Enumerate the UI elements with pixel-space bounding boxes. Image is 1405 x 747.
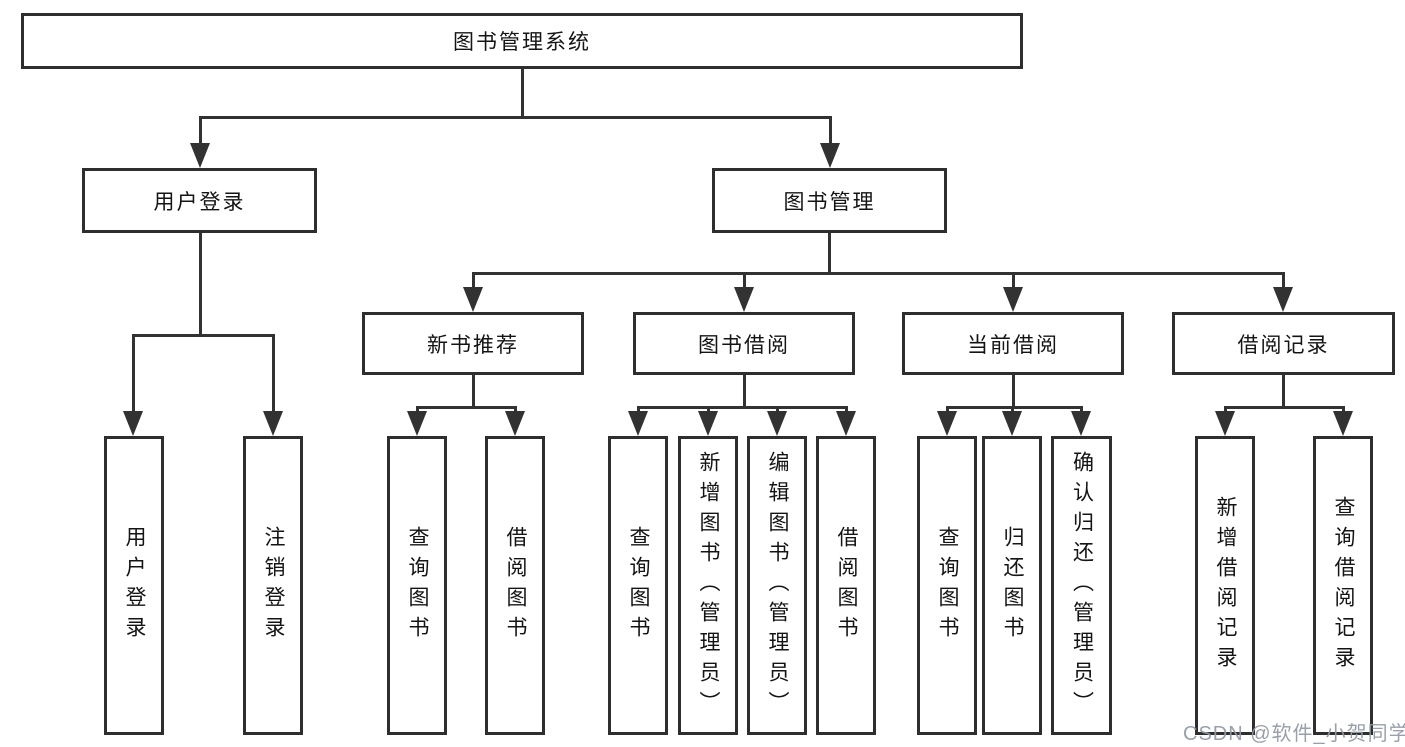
edge-to-leaf-user-login-line [132, 334, 135, 416]
arrow-down-icon [123, 411, 143, 436]
node-user-login: 用户登录 [82, 168, 317, 233]
edge-new-book-stem-line [472, 375, 475, 409]
arrow-down-icon [937, 411, 957, 436]
edge-new-book-split-line [416, 406, 517, 409]
edge-root-split-line [199, 116, 831, 119]
node-new-book-recommend: 新书推荐 [362, 312, 584, 375]
node-book-management: 图书管理 [712, 168, 947, 233]
arrow-down-icon [1215, 411, 1235, 436]
arrow-down-icon [463, 287, 483, 312]
arrow-down-icon [820, 143, 840, 168]
edge-user-login-stem-line [199, 233, 202, 337]
leaf-records-query-record: 查询借阅记录 [1313, 436, 1373, 735]
leaf-current-query-books: 查询图书 [917, 436, 977, 735]
leaf-current-confirm-return-admin: 确认归还（管理员） [1051, 436, 1112, 735]
arrow-down-icon [836, 411, 856, 436]
leaf-newbook-query-books: 查询图书 [387, 436, 447, 735]
edge-book-borrow-split-line [637, 406, 847, 409]
arrow-down-icon [767, 411, 787, 436]
arrow-down-icon [1002, 411, 1022, 436]
arrow-down-icon [698, 411, 718, 436]
edge-user-login-split-line [132, 334, 275, 337]
edge-to-book-management-line [829, 116, 832, 148]
edge-to-current-borrow-line [1012, 272, 1015, 292]
arrow-down-icon [1333, 411, 1353, 436]
arrow-down-icon [1071, 411, 1091, 436]
edge-current-borrow-split-line [946, 406, 1082, 409]
leaf-borrow-add-books-admin: 新增图书（管理员） [678, 436, 738, 735]
leaf-logout: 注销登录 [243, 436, 303, 735]
leaf-newbook-borrow-books: 借阅图书 [485, 436, 545, 735]
edge-root-stem-line [521, 69, 524, 118]
arrow-down-icon [1003, 287, 1023, 312]
arrow-down-icon [407, 411, 427, 436]
node-borrow-records: 借阅记录 [1172, 312, 1395, 375]
arrow-down-icon [190, 143, 210, 168]
leaf-borrow-edit-books-admin: 编辑图书（管理员） [747, 436, 807, 735]
edge-borrow-records-stem-line [1282, 375, 1285, 409]
leaf-borrow-borrow-books: 借阅图书 [816, 436, 876, 735]
arrow-down-icon [505, 411, 525, 436]
edge-borrow-records-split-line [1224, 406, 1344, 409]
edge-to-borrow-records-line [1282, 272, 1285, 292]
arrow-down-icon [628, 411, 648, 436]
leaf-records-add-record: 新增借阅记录 [1195, 436, 1255, 735]
arrow-down-icon [734, 287, 754, 312]
arrow-down-icon [1273, 287, 1293, 312]
edge-to-new-book-line [472, 272, 475, 292]
edge-book-management-stem-line [828, 233, 831, 274]
node-root-system: 图书管理系统 [21, 13, 1023, 69]
node-current-borrow: 当前借阅 [902, 312, 1124, 375]
leaf-user-login: 用户登录 [104, 436, 164, 735]
edge-book-management-split-line [472, 272, 1284, 275]
csdn-watermark: CSDN @软件_小贺同学 [1183, 723, 1405, 745]
edge-book-borrow-stem-line [743, 375, 746, 409]
node-book-borrow: 图书借阅 [633, 312, 855, 375]
edge-current-borrow-stem-line [1012, 375, 1015, 409]
leaf-borrow-query-books: 查询图书 [608, 436, 668, 735]
arrow-down-icon [263, 411, 283, 436]
edge-to-leaf-logout-line [272, 334, 275, 416]
leaf-current-return-books: 归还图书 [982, 436, 1042, 735]
edge-to-book-borrow-line [743, 272, 746, 292]
edge-to-user-login-line [199, 116, 202, 148]
